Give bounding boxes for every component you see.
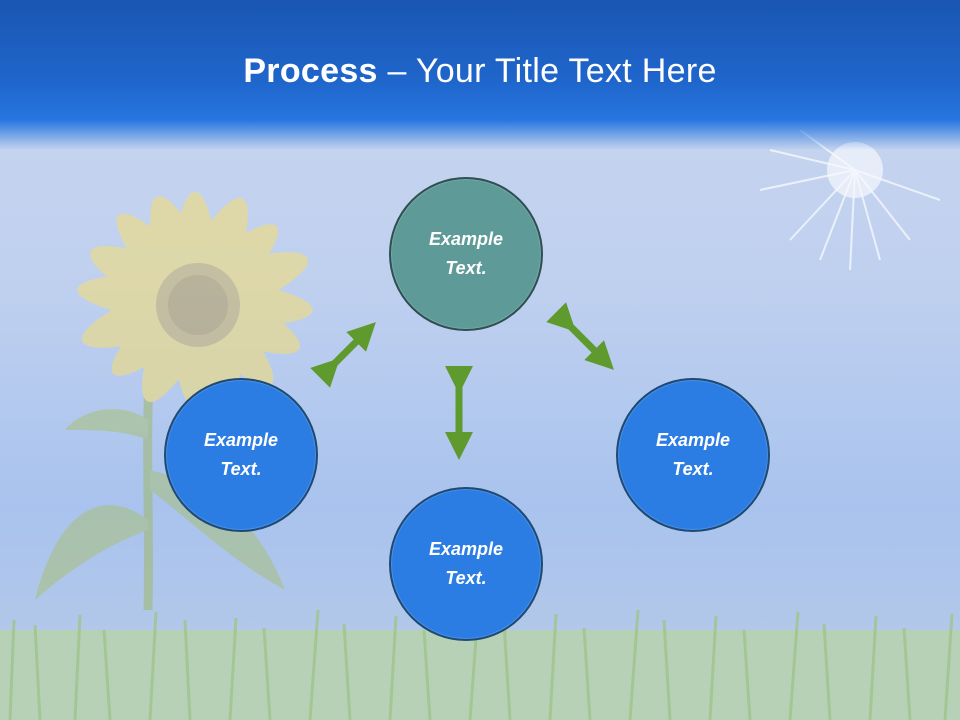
node-left-line1: Example <box>203 430 279 450</box>
node-bottom-line2: Text. <box>445 568 487 588</box>
node-right-line1: Example <box>655 430 731 450</box>
title-rest: – Your Title Text Here <box>377 52 717 90</box>
slide-title[interactable]: Process – Your Title Text Here <box>0 52 960 91</box>
node-right-line2: Text. <box>672 459 714 479</box>
arrow-top-right <box>546 302 614 370</box>
sunflower-icon <box>35 192 313 611</box>
node-top-line1: Example <box>428 229 504 249</box>
title-bold: Process <box>243 52 378 90</box>
title-bar <box>0 0 960 150</box>
grass-icon <box>0 609 960 720</box>
node-top[interactable]: Example Text. <box>389 177 543 331</box>
node-left[interactable]: Example Text. <box>164 378 318 532</box>
node-left-line2: Text. <box>220 459 262 479</box>
node-right[interactable]: Example Text. <box>616 378 770 532</box>
node-top-line2: Text. <box>445 258 487 278</box>
sun-icon <box>759 129 941 271</box>
node-bottom[interactable]: Example Text. <box>389 487 543 641</box>
node-bottom-line1: Example <box>428 539 504 559</box>
arrow-top-left <box>310 322 376 388</box>
